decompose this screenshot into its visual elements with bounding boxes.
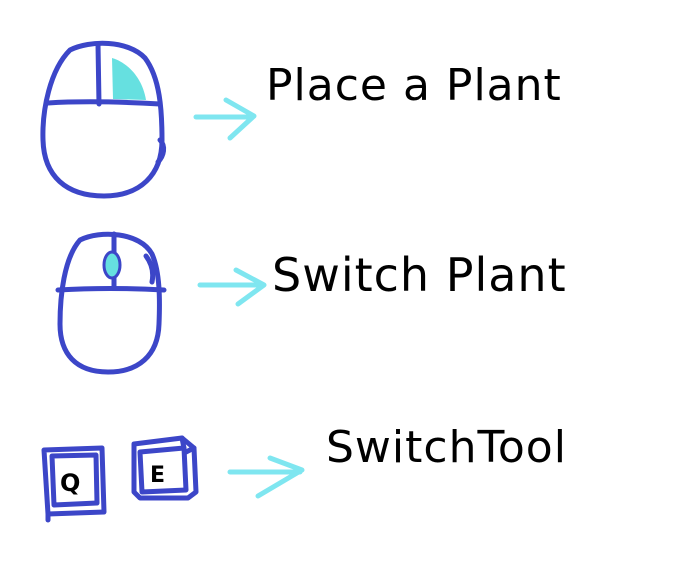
arrow-icon xyxy=(227,455,305,499)
mouse-left-click-icon xyxy=(40,40,167,199)
q-key-icon xyxy=(41,445,107,523)
e-key-letter: E xyxy=(150,463,165,488)
switch-plant-label: Switch Plant xyxy=(272,248,567,302)
q-key-letter: Q xyxy=(60,469,80,497)
e-key-icon xyxy=(131,435,199,501)
scroll-wheel-highlight xyxy=(102,250,122,280)
arrow-icon xyxy=(193,97,257,141)
switch-tool-label: SwitchTool xyxy=(326,422,567,473)
place-plant-label: Place a Plant xyxy=(266,60,562,111)
arrow-icon xyxy=(197,267,267,307)
left-button-highlight xyxy=(112,58,146,100)
